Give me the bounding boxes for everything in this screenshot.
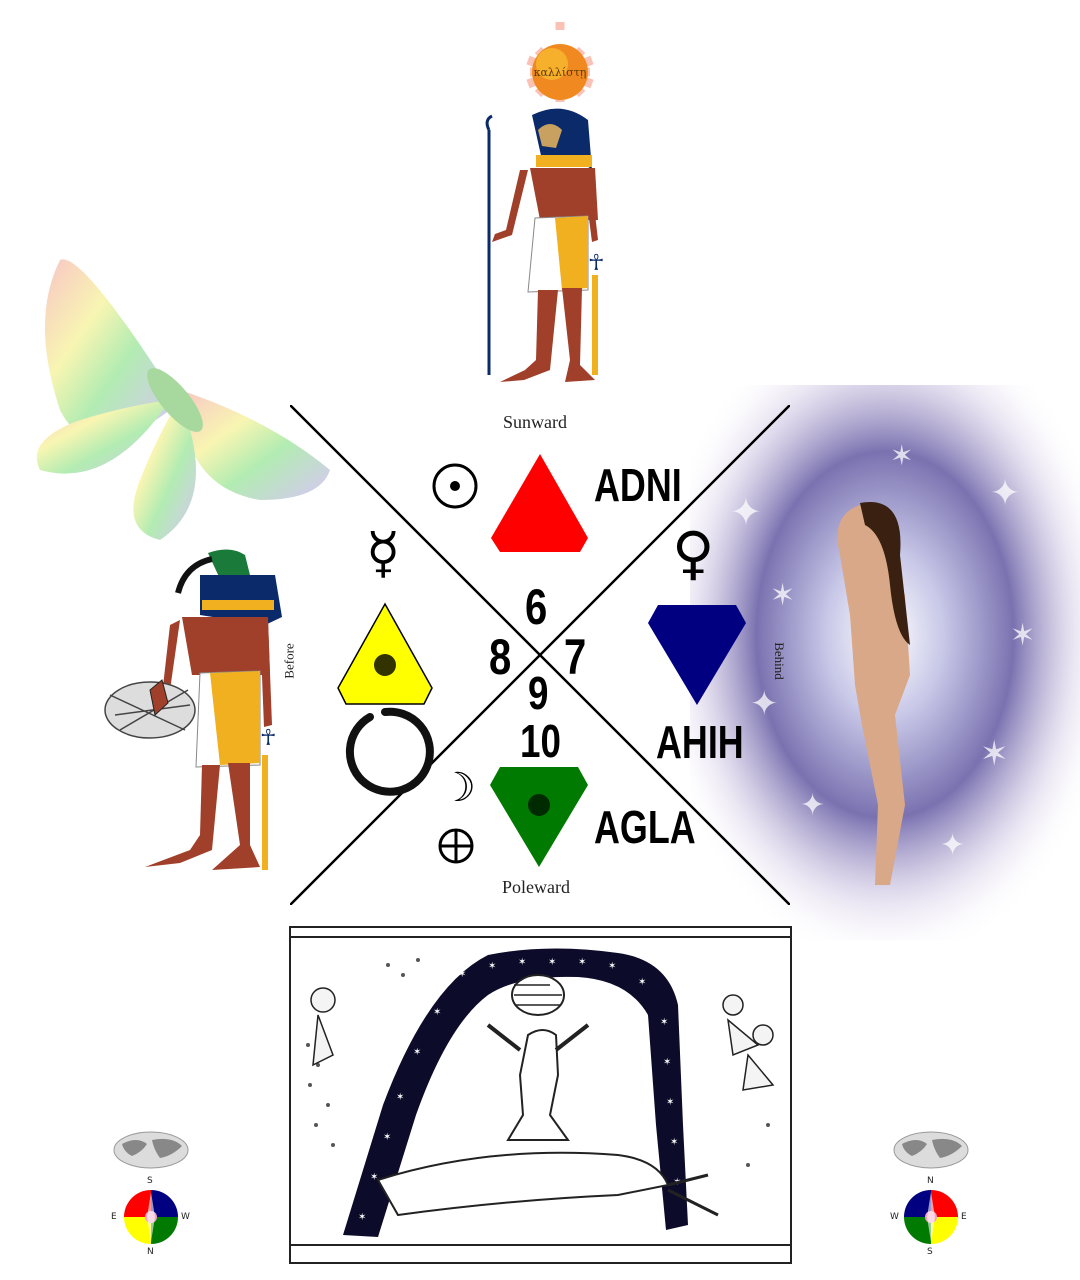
number-10: 10 [520,715,561,767]
moon-symbol-icon: ☽ [440,765,476,811]
svg-text:✶: ✶ [670,1137,678,1148]
air-element-shape [337,602,433,705]
label-behind: Behind [771,642,787,680]
name-adni: ADNI [594,459,682,511]
svg-text:✦: ✦ [800,788,825,823]
compass-right-right: E [961,1212,967,1222]
svg-text:✶: ✶ [458,969,466,980]
svg-text:✶: ✶ [578,957,586,968]
sun-symbol-icon [432,463,478,509]
venus-figure-image: ✦ ✶ ✦ ✶ ✦ ✶ ✦ ✦ ✶ [690,385,1080,940]
number-9: 9 [528,667,549,719]
number-6: 6 [525,579,548,635]
compass-left-right: W [181,1212,190,1222]
name-agla: AGLA [594,801,696,853]
moth-image [36,259,330,540]
svg-text:✶: ✶ [1010,618,1035,653]
svg-text:✶: ✶ [488,961,496,972]
svg-text:✶: ✶ [660,1017,668,1028]
venus-symbol-icon: ♀ [672,519,715,587]
svg-text:✶: ✶ [666,1097,674,1108]
svg-text:☥: ☥ [260,726,276,751]
svg-text:✶: ✶ [413,1047,421,1058]
svg-text:☥: ☥ [588,251,604,276]
number-8: 8 [489,629,512,685]
compass-left-top: S [147,1176,153,1186]
svg-text:✶: ✶ [608,961,616,972]
compass-right-icon [904,1190,958,1244]
svg-text:✶: ✶ [638,977,646,988]
svg-text:✶: ✶ [518,957,526,968]
label-poleward: Poleward [502,877,570,897]
world-map-left-icon [113,1131,189,1169]
compass-left-icon [124,1190,178,1244]
world-map-right-icon [893,1131,969,1169]
svg-text:✶: ✶ [358,1212,366,1223]
svg-text:✶: ✶ [548,957,556,968]
number-7: 7 [564,629,587,685]
compass-left-bottom: N [147,1247,154,1257]
svg-text:✶: ✶ [770,578,795,613]
svg-text:✶: ✶ [663,1057,671,1068]
mercury-symbol-icon: ☿ [366,521,401,586]
compass-left-left: E [111,1212,117,1222]
svg-text:✶: ✶ [433,1007,441,1018]
svg-text:✶: ✶ [370,1172,378,1183]
top-deity-figure: καλλίστῃ ☥ [485,22,604,382]
svg-text:✶: ✶ [396,1092,404,1103]
label-before: Before [281,643,297,679]
compass-right-top: N [927,1176,934,1186]
compass-right-bottom: S [927,1247,933,1257]
feathered-bundle [104,681,196,739]
fire-element-shape [491,454,588,552]
earth-symbol-icon [438,828,474,864]
water-element-shape [648,605,746,705]
svg-text:✦: ✦ [750,684,779,724]
nut-body [343,948,688,1237]
name-ahih: AHIH [656,716,744,768]
svg-text:✶: ✶ [980,734,1009,774]
svg-text:✶: ✶ [383,1132,391,1143]
apple-inscription: καλλίστῃ [534,66,587,79]
cross-diagram [290,405,790,905]
compass-right-left: W [890,1212,899,1222]
left-deity-figure: ☥ [104,549,282,870]
svg-text:✦: ✦ [990,473,1020,514]
sky-goddess-engraving: ✶✶✶ ✶✶✶ ✶✶✶ ✶✶✶ ✶✶✶ ✶✶✶ [289,926,792,1264]
earth-element-shape [490,767,588,867]
svg-text:✶: ✶ [890,439,913,472]
enso-circle-icon [345,707,434,796]
svg-text:✦: ✦ [730,490,762,534]
svg-text:✦: ✦ [940,828,965,863]
label-sunward: Sunward [503,412,567,432]
diagonal-line-2 [290,405,790,905]
